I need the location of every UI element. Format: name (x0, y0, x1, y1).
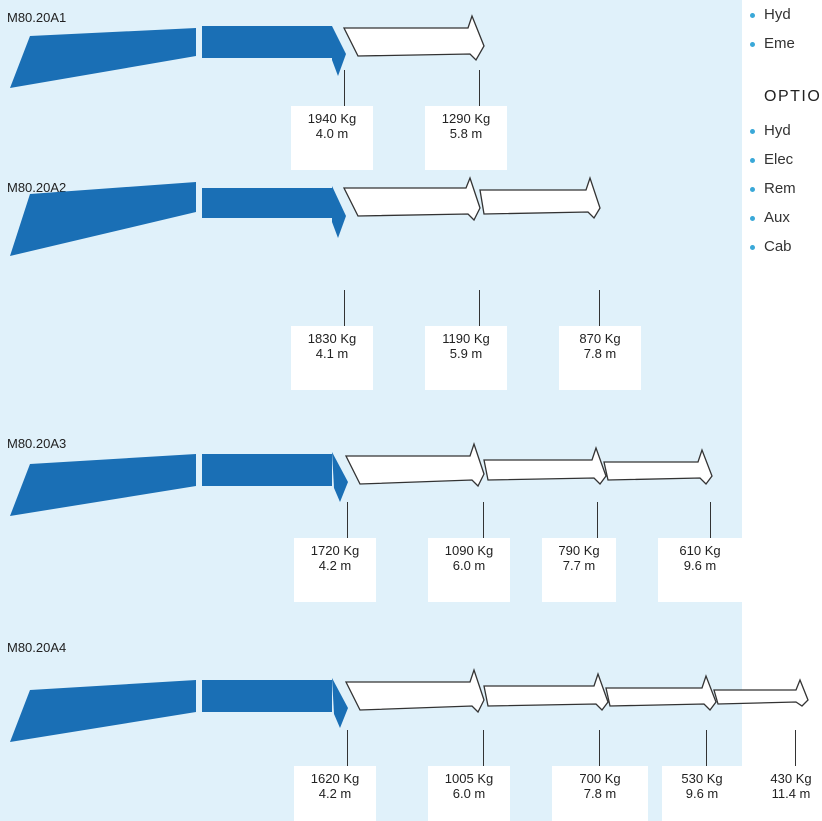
bullet-icon (750, 216, 755, 221)
reach-marker (599, 290, 600, 326)
reach-marker (344, 70, 345, 106)
reach-marker (710, 502, 711, 538)
reach-marker (597, 502, 598, 538)
reach-marker (483, 502, 484, 538)
list-item: Rem (750, 180, 796, 197)
reach-marker (483, 730, 484, 766)
boom-drawing (10, 14, 485, 88)
list-item: Eme (750, 35, 795, 52)
boom-drawing (10, 441, 713, 516)
model-name: M80.20A1 (7, 10, 67, 25)
boom-drawing (10, 667, 809, 742)
reach-marker (706, 730, 707, 766)
boom-drawing (10, 175, 601, 256)
reach-marker (479, 70, 480, 106)
bullet-icon (750, 245, 755, 250)
reach-marker (795, 730, 796, 766)
bullet-icon (750, 13, 755, 18)
bullet-icon (750, 187, 755, 192)
reach-marker (347, 730, 348, 766)
model-name: M80.20A4 (7, 640, 67, 655)
list-item: Hyd (750, 6, 791, 23)
reach-marker (344, 290, 345, 326)
reach-marker (479, 290, 480, 326)
model-name: M80.20A2 (7, 180, 67, 195)
bullet-icon (750, 129, 755, 134)
reach-marker (347, 502, 348, 538)
list-item: Cab (750, 238, 792, 255)
options-heading: OPTIO (764, 88, 822, 105)
model-name: M80.20A3 (7, 436, 67, 451)
reach-marker (599, 730, 600, 766)
bullet-icon (750, 42, 755, 47)
list-item: Aux (750, 209, 790, 226)
bullet-icon (750, 158, 755, 163)
list-item: Elec (750, 151, 793, 168)
features-sidebar: Hyd Eme OPTIO Hyd Elec Rem Aux Cab (742, 0, 822, 821)
list-item: Hyd (750, 122, 791, 139)
